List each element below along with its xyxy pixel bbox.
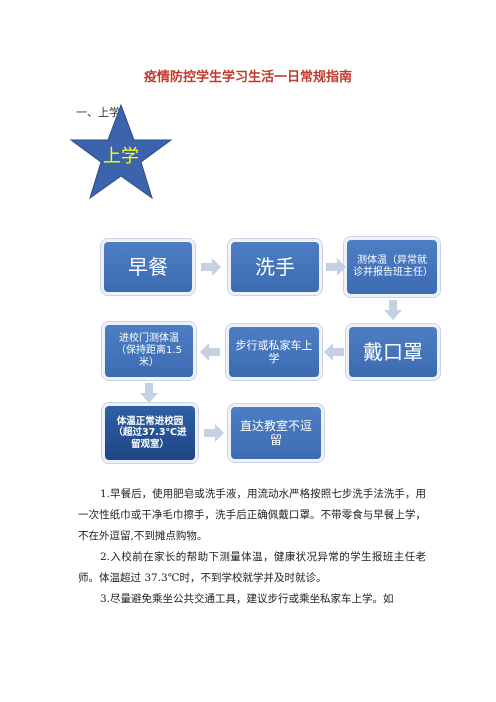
- flow-box-go-classroom: 直达教室不逗留: [228, 404, 324, 462]
- star-icon: 上学: [68, 102, 174, 206]
- section-heading: 一、上学: [76, 106, 120, 119]
- chevron-arrow-icon: [326, 258, 346, 276]
- paragraph-1: 1.早餐后，使用肥皂或洗手液，用流动水严格按照七步洗手法洗手，用一次性纸巾或干净…: [78, 488, 426, 542]
- chevron-arrow-icon: [384, 300, 402, 320]
- chevron-arrow-icon: [204, 424, 224, 442]
- chevron-arrow-icon: [201, 258, 221, 276]
- flow-box-wash-hands: 洗手: [228, 239, 322, 295]
- paragraph-2: 2.入校前在家长的帮助下测量体温，健康状况异常的学生报班主任老师。体温超过 37…: [78, 551, 426, 584]
- document-title: 疫情防控学生学习生活一日常规指南: [143, 70, 352, 85]
- chevron-arrow-icon: [200, 343, 220, 361]
- star-label: 上学: [103, 146, 139, 167]
- paragraph-3: 3.尽量避免乘坐公共交通工具，建议步行或乘坐私家车上学。如: [100, 593, 394, 605]
- flow-box-breakfast: 早餐: [101, 239, 195, 295]
- flow-box-normal-temp: 体温正常进校园（超过37.3℃进留观室）: [102, 403, 198, 463]
- flow-box-walk-or-car: 步行或私家车上学: [226, 324, 322, 380]
- flow-box-wear-mask: 戴口罩: [346, 324, 440, 380]
- flow-box-measure-temp: 测体温（异常就诊并报告班主任）: [344, 237, 440, 297]
- flow-box-gate-temp: 进校门测体温（保持距离1.5米）: [102, 322, 196, 380]
- chevron-arrow-icon: [324, 343, 344, 361]
- chevron-arrow-icon: [140, 383, 158, 403]
